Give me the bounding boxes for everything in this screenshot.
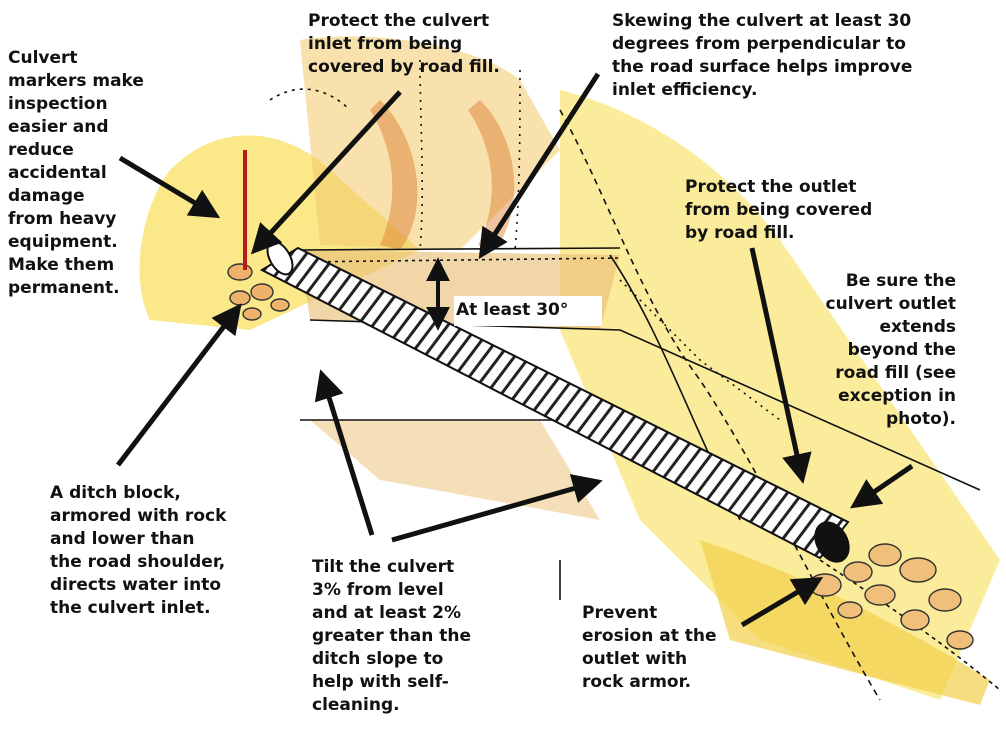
label-angle: At least 30°: [456, 299, 568, 322]
label-ditch-block: A ditch block, armored with rock and low…: [50, 482, 226, 620]
label-protect-outlet: Protect the outlet from being covered by…: [685, 176, 872, 245]
label-skew-culvert: Skewing the culvert at least 30 degrees …: [612, 10, 912, 102]
label-extend-outlet: Be sure the culvert outlet extends beyon…: [826, 270, 956, 431]
label-prevent-erosion: Prevent erosion at the outlet with rock …: [582, 602, 717, 694]
label-tilt-culvert: Tilt the culvert 3% from level and at le…: [312, 556, 471, 717]
label-protect-inlet: Protect the culvert inlet from being cov…: [308, 10, 500, 79]
label-culvert-markers: Culvert markers make inspection easier a…: [8, 47, 144, 300]
culvert-marker-post: [243, 150, 247, 270]
